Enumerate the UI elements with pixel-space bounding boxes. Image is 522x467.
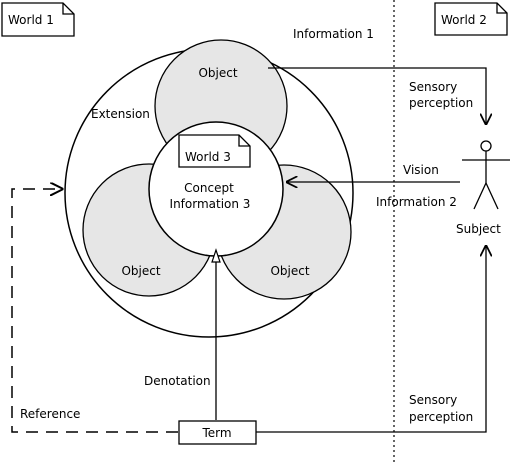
reference-label: Reference [20, 407, 80, 421]
sensory-top-line2: perception [409, 96, 473, 110]
reference-dashed-arrow [11, 189, 178, 433]
information2-label: Information 2 [376, 195, 457, 209]
world3-note: World 3 [178, 134, 251, 168]
concept-label: Concept [184, 181, 234, 195]
information1-label: Information 1 [293, 27, 374, 41]
object-right-label: Object [270, 264, 309, 278]
denotation-arrowhead [211, 248, 221, 263]
object-top-label: Object [198, 66, 237, 80]
subject-label: Subject [456, 222, 501, 236]
world1-label: World 1 [8, 13, 54, 27]
term-label: Term [201, 426, 231, 440]
extension-label: Extension [91, 107, 150, 121]
object-left-label: Object [121, 264, 160, 278]
vision-label: Vision [403, 163, 439, 177]
subject-figure [462, 140, 510, 210]
world2-note: World 2 [434, 2, 508, 36]
world1-note: World 1 [1, 2, 75, 37]
sensory-top-line1: Sensory [409, 80, 457, 94]
sensory-bottom-line2: perception [409, 410, 473, 424]
world3-label: World 3 [185, 150, 231, 164]
sensory-bottom-line1: Sensory [409, 393, 457, 407]
sensory-perception-top-arrow [268, 67, 486, 124]
term-box: Term [178, 420, 257, 445]
denotation-label: Denotation [144, 374, 211, 388]
information3-label: Information 3 [170, 197, 251, 211]
sensory-perception-bottom-arrow [256, 246, 486, 433]
world2-label: World 2 [441, 13, 487, 27]
